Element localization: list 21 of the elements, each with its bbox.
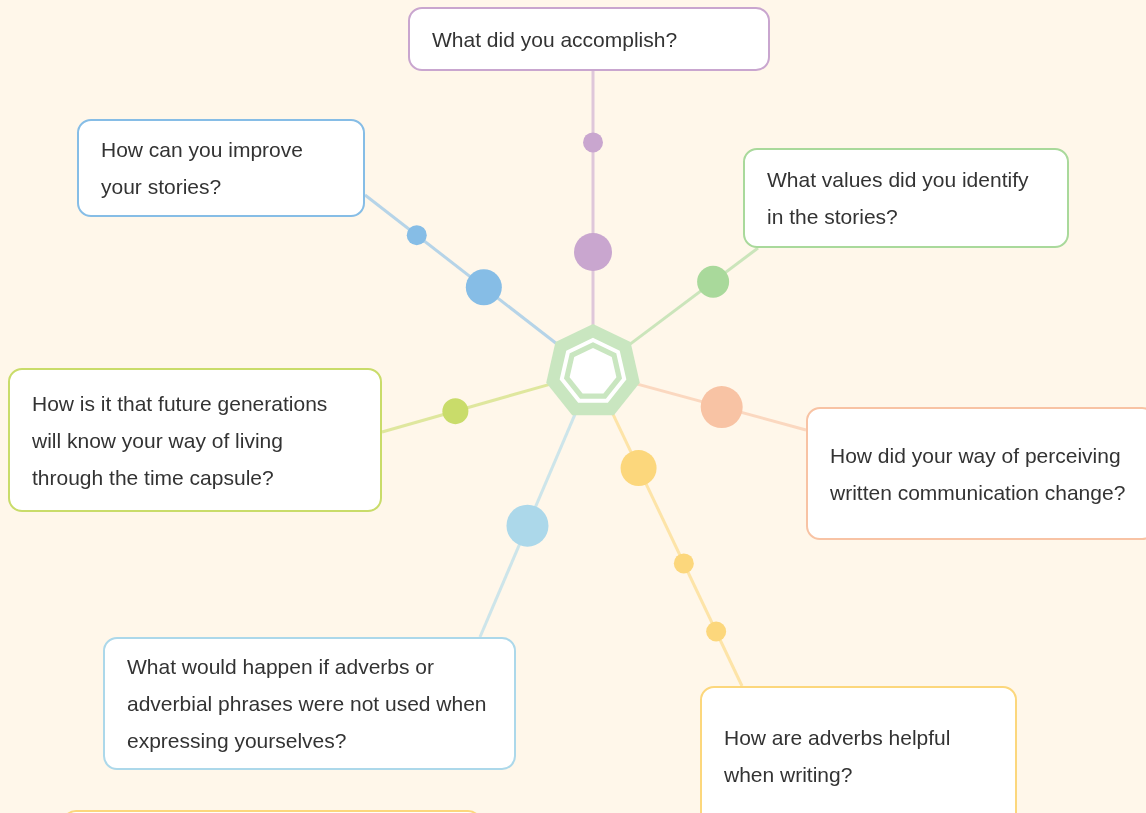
connector bbox=[381, 383, 550, 434]
question-text: What did you accomplish? bbox=[432, 26, 678, 53]
question-box bbox=[743, 148, 1069, 248]
connector bbox=[574, 71, 612, 326]
question-text: How are adverbs helpful when writing? bbox=[724, 725, 952, 788]
connector bbox=[637, 382, 807, 432]
question-box bbox=[77, 119, 365, 217]
question-box bbox=[408, 7, 770, 71]
connector bbox=[478, 413, 577, 638]
question-text: What would happen if adverbs or adverbial phrases were not used when expressing yourselves? bbox=[127, 654, 488, 754]
question-text: What values did you identify in the stories? bbox=[767, 167, 1030, 230]
connector bbox=[628, 246, 759, 346]
question-box bbox=[806, 407, 1146, 540]
connector bbox=[611, 412, 744, 687]
question-box bbox=[8, 368, 382, 512]
question-box bbox=[700, 686, 1017, 813]
question-text: How is it that future generations will know your way of living through the time capsule? bbox=[32, 390, 329, 491]
connector bbox=[364, 193, 558, 345]
question-text: How did your way of perceiving written communication change? bbox=[830, 442, 1127, 506]
question-text: How can you improve your stories? bbox=[101, 137, 304, 200]
question-box bbox=[103, 637, 516, 770]
